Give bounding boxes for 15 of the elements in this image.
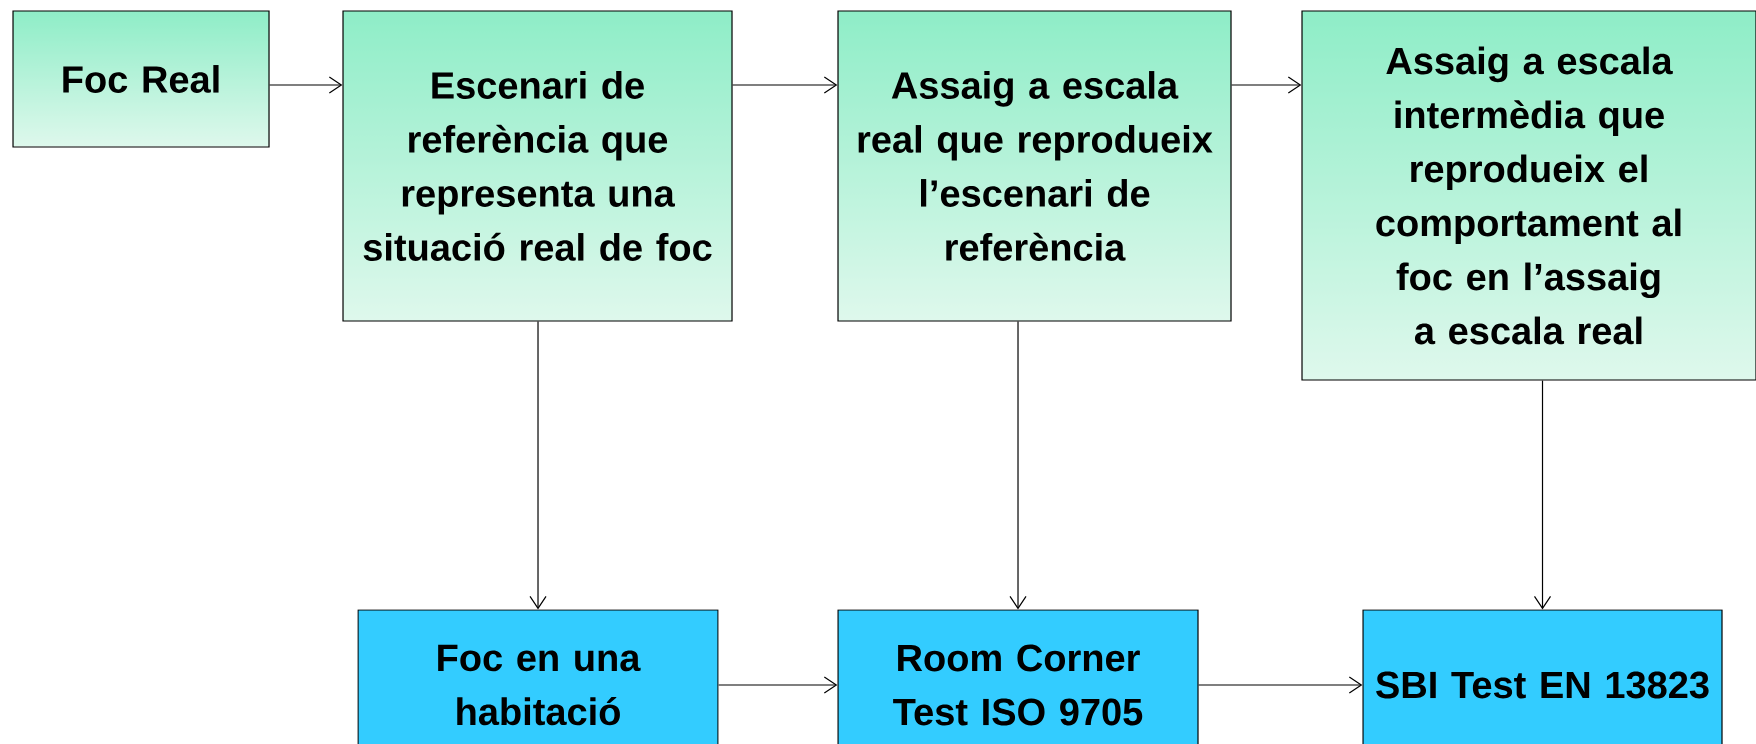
process-box: SBI Test EN 13823 [1362,609,1723,744]
arrow [718,676,838,694]
arrow [732,76,838,94]
arrow [1009,321,1027,610]
arrow [1198,676,1363,694]
process-box: Foc Real [12,10,270,148]
arrow [269,76,343,94]
process-box: Escenari de referència que representa una situació real de foc [342,10,733,322]
process-box: Room Corner Test ISO 9705 [837,609,1199,744]
process-box: Assaig a escala intermèdia que reprodueix el comportament al foc en l’assaig a escala real [1301,10,1756,381]
arrow [1231,76,1302,94]
arrow [529,321,547,610]
process-box: Assaig a escala real que reprodueix l’escenari de referència [837,10,1232,322]
process-box: Foc en una habitació [357,609,719,744]
arrow [1533,380,1552,610]
